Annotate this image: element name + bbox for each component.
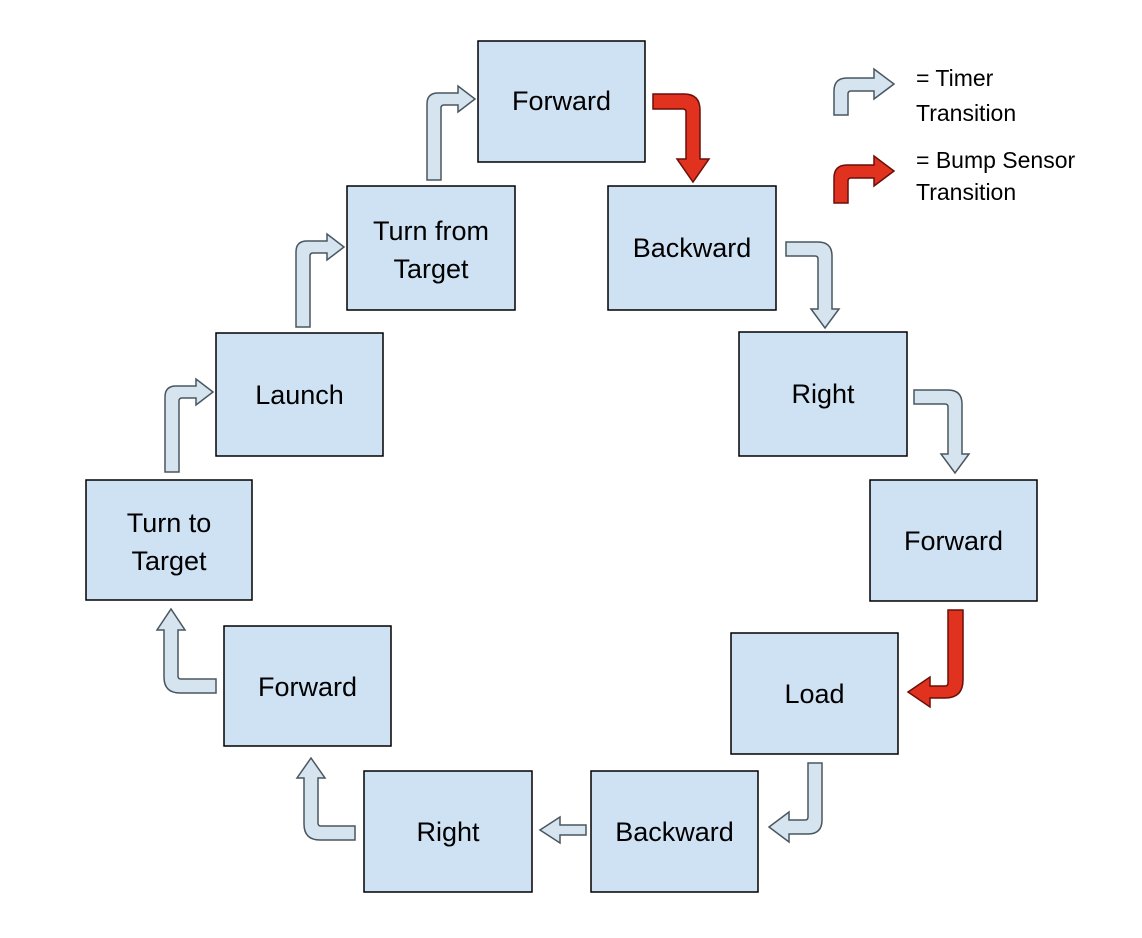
state-backward-bottom: Backward [590,770,759,893]
state-label: Backward [633,233,752,263]
state-turn-from-target: Turn from Target [346,185,516,311]
bump-transition-arrow [652,93,711,184]
legend-timer-label: Transition [916,100,1016,126]
state-backward-right: Backward [607,185,777,311]
state-right-bottom: Right [363,770,533,893]
state-label: Backward [615,817,734,847]
state-forward-right: Forward [869,479,1038,602]
state-load: Load [730,632,899,755]
state-label: Right [416,817,480,847]
timer-transition-arrow [913,389,971,475]
timer-transition-arrow [767,762,823,844]
state-label: Target [393,254,469,284]
timer-transition-arrow [155,607,217,694]
timer-transition-arrow [538,815,587,845]
timer-transition-arrow [426,84,477,181]
state-label: Turn from [373,216,489,246]
legend-bump-arrow-icon [833,154,896,204]
bump-transition-arrow [906,609,964,709]
state-label: Turn to [127,508,212,538]
state-forward-left: Forward [223,625,392,747]
state-label: Right [791,379,855,409]
state-label: Forward [512,86,611,116]
state-turn-to-target: Turn to Target [85,479,253,601]
timer-transition-arrow [295,756,356,841]
state-label: Launch [255,380,344,410]
legend-timer-arrow-icon [833,67,896,116]
timer-transition-arrow [164,377,215,473]
legend: = Timer Transition = Bump Sensor Transit… [833,65,1076,205]
state-label: Forward [904,526,1003,556]
legend-bump-label: = Bump Sensor [916,147,1076,173]
legend-timer-label: = Timer [916,65,994,91]
state-forward-top: Forward [477,40,646,163]
legend-bump-label: Transition [916,179,1016,205]
timer-transition-arrow [295,232,346,328]
state-label: Forward [258,672,357,702]
state-right-right: Right [738,331,908,457]
state-launch: Launch [215,332,384,457]
state-label: Load [784,679,844,709]
timer-transition-arrow [785,241,841,330]
state-label: Target [131,546,207,576]
